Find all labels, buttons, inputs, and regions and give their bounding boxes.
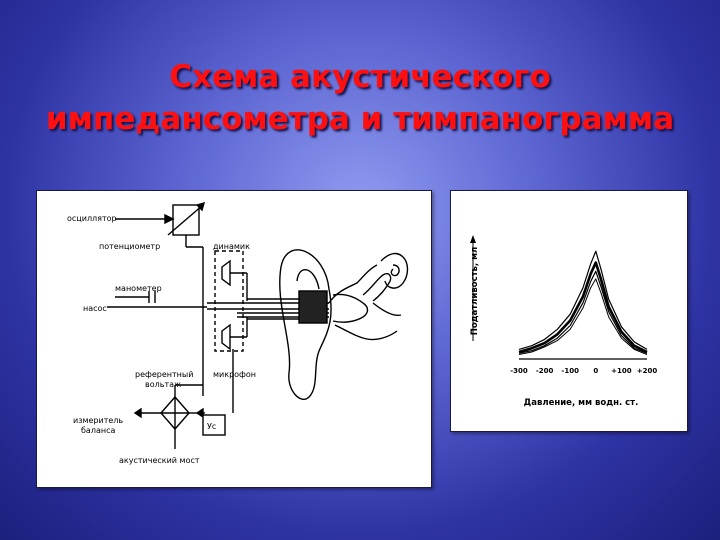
microphone-element: [221, 323, 231, 351]
label-manometer: манометер: [115, 284, 162, 293]
ossicles: [362, 273, 392, 302]
probe-tip: [298, 290, 328, 324]
label-oscillator: осциллятор: [67, 214, 117, 223]
meter-arrow: [133, 407, 142, 419]
cochlea-inner: [390, 264, 400, 277]
speaker-element: [221, 259, 231, 287]
slide-title: Схема акустического импедансометра и тим…: [0, 56, 720, 140]
slide-title-line-2: импедансометра и тимпанограмма: [45, 101, 675, 137]
amplifier-box: [202, 414, 226, 436]
tympanogram-curve-4: [518, 278, 648, 355]
y-axis-label: Податливость, мл: [470, 247, 480, 336]
hand-outline-2: [334, 324, 398, 341]
potentiometer-slider: [167, 204, 204, 236]
label-balance-meter-2: баланса: [81, 426, 115, 435]
x-tick-label: -200: [536, 367, 554, 375]
probe-enclosure: [214, 250, 244, 352]
label-pump: насос: [83, 304, 107, 313]
x-tick-labels: -300 -200 -100 0 +100 +200: [510, 367, 657, 375]
label-reference-2: вольтаж: [145, 380, 181, 389]
impedance-meter-schematic: осциллятор потенциометр динамик маномете…: [36, 190, 432, 488]
label-amplifier: Ус: [207, 422, 216, 431]
label-potentiometer: потенциометр: [99, 242, 160, 251]
bridge-amp-arrow: [195, 407, 204, 419]
label-acoustic-bridge: акустический мост: [119, 456, 200, 465]
ear-inner-fold: [296, 269, 320, 290]
tympanogram-panel: -300 -200 -100 0 +100 +200 Давление, мм водн.…: [450, 190, 688, 432]
x-axis-label: Давление, мм водн. ст.: [524, 398, 639, 408]
label-reference-1: референтный: [135, 370, 193, 379]
x-tick-label: +100: [611, 367, 632, 375]
schematic-drawing: осциллятор потенциометр динамик маномете…: [67, 201, 409, 465]
tympanogram-curve-2: [518, 261, 648, 354]
tympanogram-chart: -300 -200 -100 0 +100 +200 Давление, мм водн.…: [470, 235, 657, 408]
x-tick-label: +200: [637, 367, 658, 375]
eustachian-tube: [372, 302, 402, 317]
label-speaker: динамик: [213, 242, 250, 251]
hand-outline-1: [328, 264, 378, 304]
y-axis-arrow-head: [470, 235, 476, 243]
cochlea-outer: [380, 252, 409, 289]
tympanogram-curve-1: [518, 250, 648, 350]
label-balance-meter-1: измеритель: [73, 416, 123, 425]
ear-outline: [279, 249, 332, 400]
label-microphone: микрофон: [213, 370, 256, 379]
potentiometer-slider-tip: [195, 201, 206, 212]
slide-title-line-1: Схема акустического: [169, 59, 551, 95]
tympanogram-curve-3: [518, 270, 648, 354]
oscillator-arrow: [164, 213, 175, 225]
x-tick-label: 0: [593, 367, 598, 375]
x-tick-label: -300: [510, 367, 528, 375]
ear-canal: [332, 293, 369, 323]
x-tick-label: -100: [561, 367, 579, 375]
tympanogram-curves: [518, 250, 648, 355]
